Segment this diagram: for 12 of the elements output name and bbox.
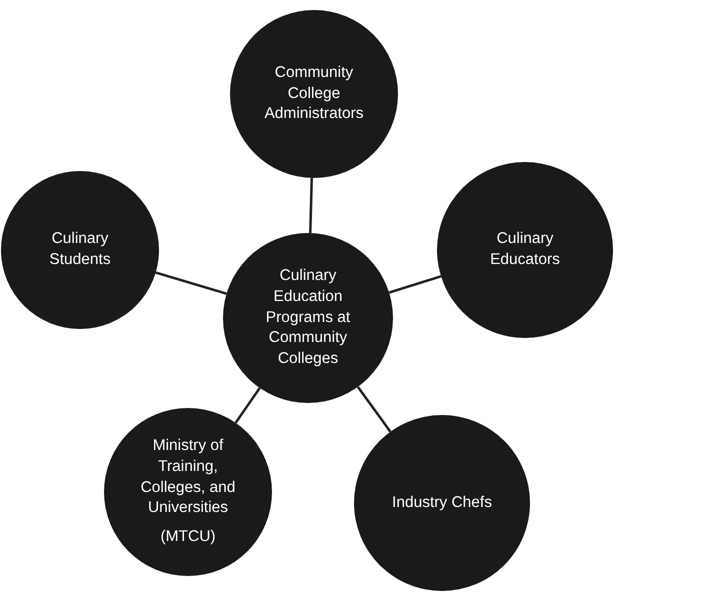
connector-line xyxy=(356,386,392,432)
connector-line xyxy=(309,178,313,234)
connector-line xyxy=(234,387,261,424)
node-label: Culinary Education Programs at Community Colleges xyxy=(264,266,352,370)
connector-line xyxy=(155,271,227,295)
node-label: Culinary Educators xyxy=(489,229,561,270)
node-label: Community College Administrators xyxy=(263,62,365,124)
node-label: Ministry of Training, Colleges, and Universities xyxy=(140,436,236,518)
connector-line xyxy=(388,275,442,294)
node-label: (MTCU) xyxy=(160,527,216,548)
node-label: Industry Chefs xyxy=(392,492,492,513)
node-label: Culinary Students xyxy=(48,229,112,270)
